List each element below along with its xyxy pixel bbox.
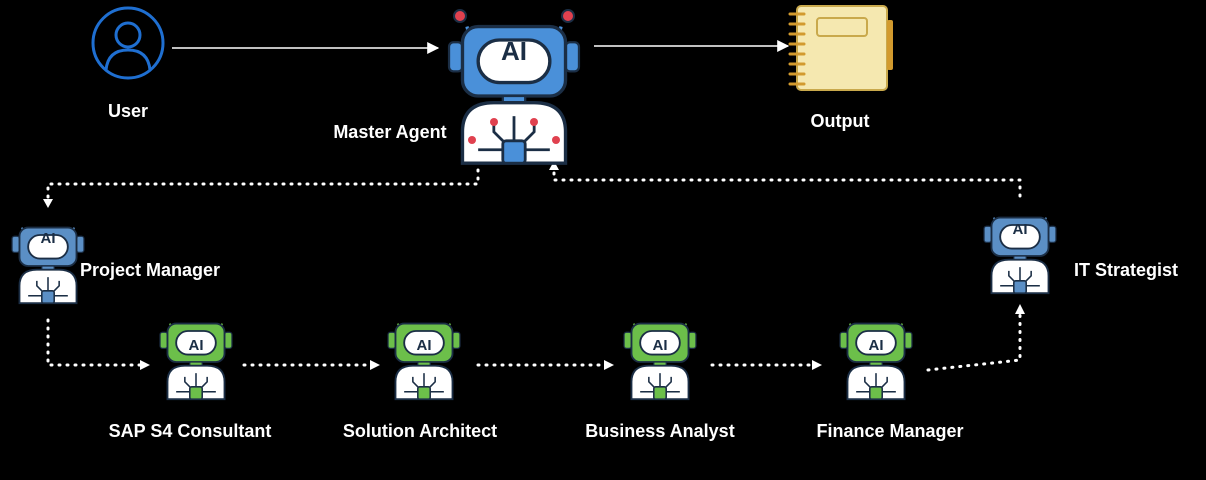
finance-manager-label: Finance Manager (816, 421, 963, 441)
arrowhead-architect (370, 360, 380, 370)
master-agent-label: Master Agent (333, 122, 446, 142)
arrowhead-finance (812, 360, 822, 370)
output-label: Output (811, 111, 870, 131)
arrowhead-analyst (604, 360, 614, 370)
project-manager-robot-icon: AI (11, 226, 85, 305)
master-to-project-manager-connector (46, 168, 480, 202)
finance-to-it-strategist-connector (926, 310, 1022, 372)
project-manager-ai-text: AI (41, 230, 56, 247)
finance-manager-robot-icon: AI (839, 322, 913, 401)
user-label: User (108, 101, 148, 121)
arrowhead-master (549, 161, 559, 170)
it-strategist-ai-text: AI (1013, 221, 1028, 238)
arrowhead-project-manager (43, 199, 53, 208)
sap-consultant-robot-icon: AI (159, 322, 233, 401)
business-analyst-robot-icon: AI (623, 322, 697, 401)
it-strategist-to-master-connector (552, 166, 1022, 198)
finance-ai-text: AI (869, 337, 884, 354)
project-manager-to-sap-connector (46, 318, 142, 367)
master-ai-text: AI (501, 36, 527, 66)
it-strategist-robot-icon: AI (983, 216, 1057, 295)
it-strategist-label: IT Strategist (1074, 260, 1178, 280)
user-icon (91, 6, 165, 80)
business-analyst-label: Business Analyst (585, 421, 734, 441)
notebook-icon (788, 5, 893, 91)
solution-architect-label: Solution Architect (343, 421, 497, 441)
arrowhead-it-strategist (1015, 304, 1025, 314)
arrowhead-sap (140, 360, 150, 370)
architect-ai-text: AI (417, 337, 432, 354)
analyst-ai-text: AI (653, 337, 668, 354)
sap-consultant-label: SAP S4 Consultant (109, 421, 272, 441)
solution-architect-robot-icon: AI (387, 322, 461, 401)
project-manager-label: Project Manager (80, 260, 220, 280)
master-agent-robot-icon: AI (447, 9, 581, 165)
sap-ai-text: AI (189, 337, 204, 354)
